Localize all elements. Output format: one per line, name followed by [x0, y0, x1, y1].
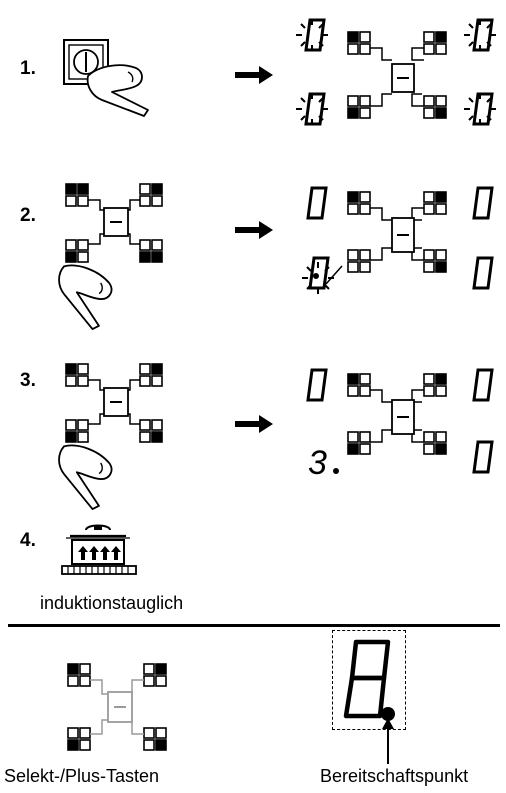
step-3-number: 3. [20, 370, 36, 391]
cooking-pot-icon [61, 524, 137, 575]
pointer-arrowhead [382, 718, 394, 729]
step-1-number: 1. [20, 58, 36, 79]
arrow-right-icon [235, 66, 273, 84]
arrow-right-icon [235, 415, 273, 433]
control-panel-icon[interactable] [42, 182, 204, 332]
svg-text:3: 3 [308, 444, 327, 482]
section-divider [8, 624, 500, 627]
step-4-number: 4. [20, 530, 36, 551]
control-panel-icon [301, 186, 494, 295]
display-frame [332, 630, 406, 730]
bereitschaft-label: Bereitschaftspunkt [320, 766, 469, 786]
control-panel-icon: 3 [306, 368, 494, 482]
arrow-right-icon [235, 221, 273, 239]
control-panel-icon[interactable] [42, 362, 204, 512]
control-panel-icon[interactable] [66, 662, 176, 762]
pointer-line [387, 724, 389, 764]
selekt-plus-label: Selekt-/Plus-Tasten [4, 766, 160, 786]
induction-caption: induktionstauglich [40, 593, 184, 613]
standby-dot-icon [381, 707, 395, 721]
power-button-icon[interactable] [62, 38, 162, 118]
seven-segment-digit-icon [343, 639, 391, 719]
control-panel-icon [295, 18, 497, 126]
step-2-number: 2. [20, 205, 36, 226]
